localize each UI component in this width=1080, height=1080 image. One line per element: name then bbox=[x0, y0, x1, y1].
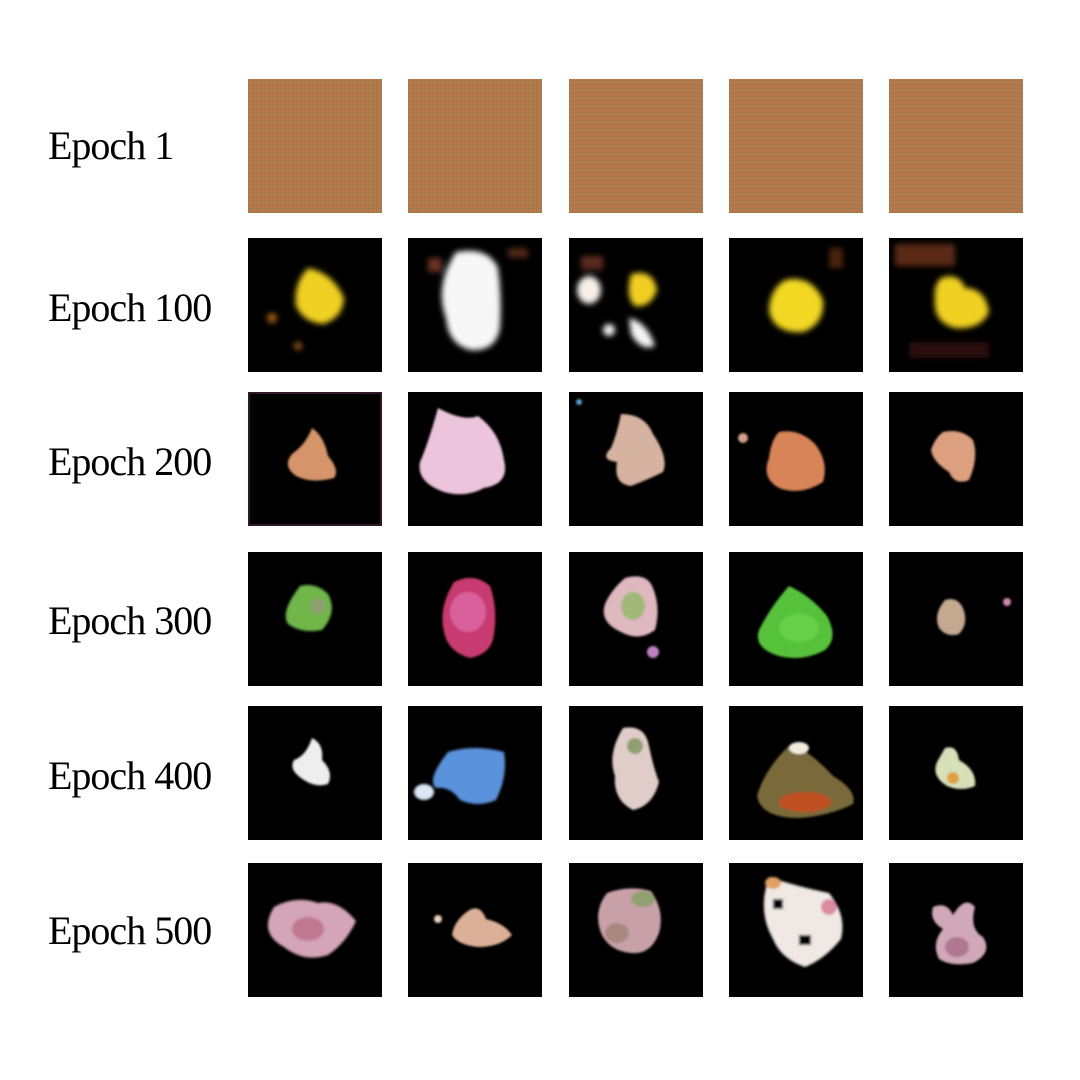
sample-image bbox=[889, 706, 1023, 840]
sample-image bbox=[889, 238, 1023, 372]
sample-image bbox=[248, 863, 382, 997]
sample-image bbox=[569, 552, 703, 686]
sample-image bbox=[408, 552, 542, 686]
row-label-epoch-200: Epoch 200 bbox=[48, 439, 212, 484]
row-label-epoch-1: Epoch 1 bbox=[48, 123, 174, 168]
sample-image bbox=[569, 238, 703, 372]
sample-image bbox=[408, 79, 542, 213]
sample-image bbox=[248, 552, 382, 686]
sample-image bbox=[248, 706, 382, 840]
row-label-epoch-100: Epoch 100 bbox=[48, 285, 212, 330]
sample-image bbox=[729, 392, 863, 526]
sample-image bbox=[729, 79, 863, 213]
sample-image bbox=[729, 706, 863, 840]
sample-image bbox=[729, 552, 863, 686]
sample-image bbox=[889, 863, 1023, 997]
sample-image bbox=[408, 863, 542, 997]
row-label-epoch-400: Epoch 400 bbox=[48, 753, 212, 798]
sample-image bbox=[569, 706, 703, 840]
sample-image bbox=[408, 238, 542, 372]
sample-image bbox=[889, 552, 1023, 686]
row-label-epoch-300: Epoch 300 bbox=[48, 598, 212, 643]
sample-image bbox=[408, 706, 542, 840]
sample-image bbox=[569, 392, 703, 526]
sample-image bbox=[569, 863, 703, 997]
sample-image bbox=[248, 238, 382, 372]
sample-image bbox=[889, 392, 1023, 526]
sample-image bbox=[729, 863, 863, 997]
sample-image bbox=[408, 392, 542, 526]
sample-image bbox=[569, 79, 703, 213]
sample-image bbox=[248, 79, 382, 213]
sample-image bbox=[729, 238, 863, 372]
sample-image bbox=[889, 79, 1023, 213]
sample-image bbox=[248, 392, 382, 526]
row-label-epoch-500: Epoch 500 bbox=[48, 908, 212, 953]
